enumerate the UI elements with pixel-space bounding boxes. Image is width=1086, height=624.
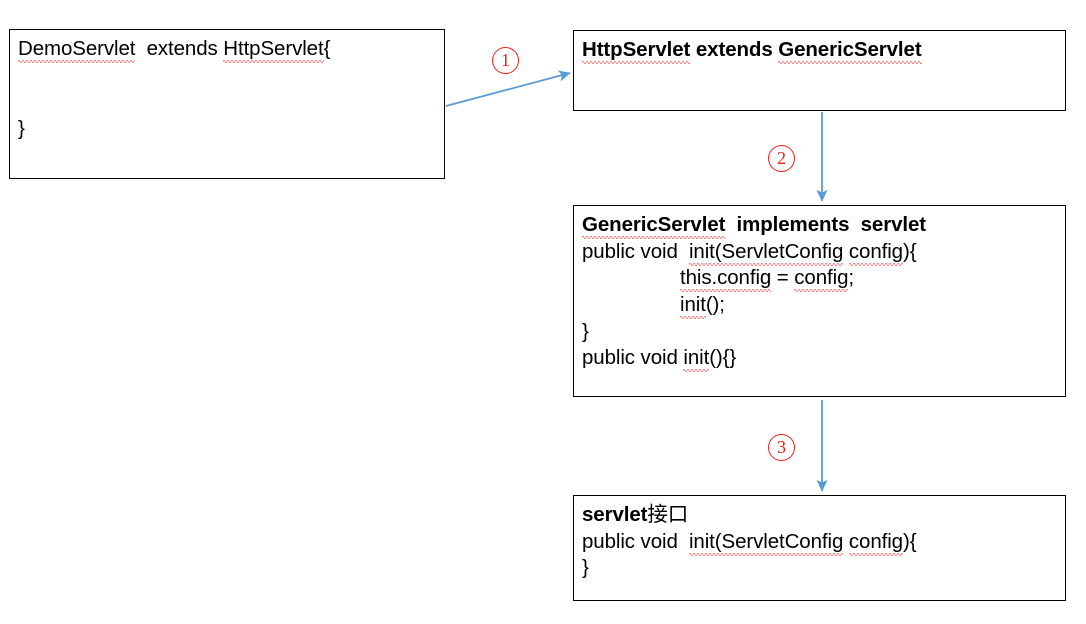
demo-servlet-open-brace: { xyxy=(323,37,331,60)
spellcheck-genericservlet-2: GenericServlet xyxy=(582,213,725,239)
servlet-interface-line-3: } xyxy=(582,556,589,580)
spellcheck-this-config: this.config xyxy=(680,266,771,292)
demo-servlet-line-1: DemoServlet extends HttpServlet{ xyxy=(18,36,436,63)
generic-servlet-line-4: init(); xyxy=(582,292,1057,319)
servlet-interface-line-2: public void init(ServletConfig config){ xyxy=(582,529,1057,556)
demo-servlet-keyword-extends: extends xyxy=(135,37,224,60)
generic-servlet-semicolon: ; xyxy=(848,266,854,290)
servlet-interface-keyword: servlet xyxy=(582,503,648,526)
spellcheck-config-2: config xyxy=(794,266,848,292)
servlet-interface-brace: ){ xyxy=(902,529,917,553)
spellcheck-genericservlet: GenericServlet xyxy=(778,38,922,64)
generic-servlet-line-2: public void init(ServletConfig config){ xyxy=(582,239,1057,266)
spellcheck-httpservlet: HttpServlet xyxy=(223,37,324,63)
spellcheck-init: init xyxy=(680,292,706,319)
generic-servlet-line-3: this.config = config; xyxy=(582,265,1057,292)
spellcheck-config: config xyxy=(848,239,903,266)
servlet-interface-line-1: servlet接口 xyxy=(582,502,1057,529)
spellcheck-demoservlet: DemoServlet xyxy=(18,37,135,63)
generic-servlet-empty-body: (){} xyxy=(709,346,737,370)
generic-servlet-modifiers-2: public void xyxy=(582,346,684,370)
demo-servlet-close-brace: } xyxy=(18,116,25,140)
spellcheck-config-3: config xyxy=(848,529,903,556)
spellcheck-init-servletconfig-2: init(ServletConfig xyxy=(688,529,843,556)
generic-servlet-line-6: public void init(){} xyxy=(582,345,1057,372)
step-marker-1: 1 xyxy=(492,47,519,74)
generic-servlet-call-parens: (); xyxy=(705,292,725,316)
step-marker-2: 2 xyxy=(768,145,795,172)
spellcheck-init-2: init xyxy=(683,346,709,372)
generic-servlet-modifiers: public void xyxy=(582,239,689,263)
generic-servlet-line-5: } xyxy=(582,319,589,343)
http-servlet-keyword-extends: extends xyxy=(690,38,779,61)
servlet-interface-modifiers: public void xyxy=(582,529,689,553)
box-http-servlet[interactable]: HttpServlet extends GenericServlet xyxy=(573,30,1066,111)
generic-servlet-brace: ){ xyxy=(902,239,917,263)
box-servlet-interface[interactable]: servlet接口 public void init(ServletConfig… xyxy=(573,495,1066,601)
box-generic-servlet[interactable]: GenericServlet implements servlet public… xyxy=(573,205,1066,397)
servlet-interface-cjk-label: 接口 xyxy=(647,503,689,526)
generic-servlet-assign: = xyxy=(771,266,795,290)
spellcheck-httpservlet-2: HttpServlet xyxy=(582,38,690,64)
generic-servlet-keyword-implements: implements servlet xyxy=(725,213,927,236)
generic-servlet-line-1: GenericServlet implements servlet xyxy=(582,212,1057,239)
arrow-demo-to-http xyxy=(445,70,571,107)
spellcheck-init-servletconfig: init(ServletConfig xyxy=(688,239,843,266)
step-marker-3: 3 xyxy=(768,434,795,461)
box-demo-servlet[interactable]: DemoServlet extends HttpServlet{ } xyxy=(9,29,445,179)
http-servlet-line-1: HttpServlet extends GenericServlet xyxy=(582,37,1057,64)
